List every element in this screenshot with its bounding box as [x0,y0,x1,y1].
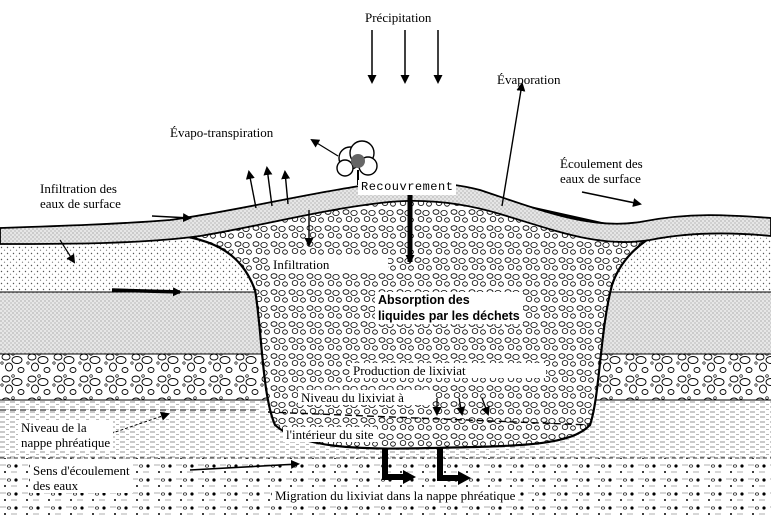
label-leachate-production: Production de lixiviat [350,363,546,378]
label-flow-direction: Sens d'écoulement des eaux [30,463,133,493]
runoff-arrow [582,192,640,204]
soil-flow-arrow [112,290,180,292]
label-water-table: Niveau de la nappe phréatique [18,420,113,450]
label-absorption: Absorption des liquides par les déchets [375,292,523,324]
precipitation-arrows [372,30,438,82]
label-cover: Recouvrement [358,180,456,195]
label-surface-infiltration: Infiltration des eaux de surface [40,181,121,211]
label-migration: Migration du lixiviat dans la nappe phré… [272,488,518,503]
label-surface-runoff: Écoulement des eaux de surface [560,156,643,186]
label-precipitation: Précipitation [365,10,431,25]
label-evapo-transpiration: Évapo-transpiration [170,125,273,140]
label-infiltration: Infiltration [270,257,388,272]
surface-infiltration-arrow [152,216,190,218]
label-evaporation: Évaporation [497,72,561,87]
label-leachate-level: Niveau du lixiviat à [298,390,432,405]
tree-icon [337,141,377,185]
label-inside-site: l'intérieur du site [283,427,377,442]
evaporation-arrow [502,84,522,206]
